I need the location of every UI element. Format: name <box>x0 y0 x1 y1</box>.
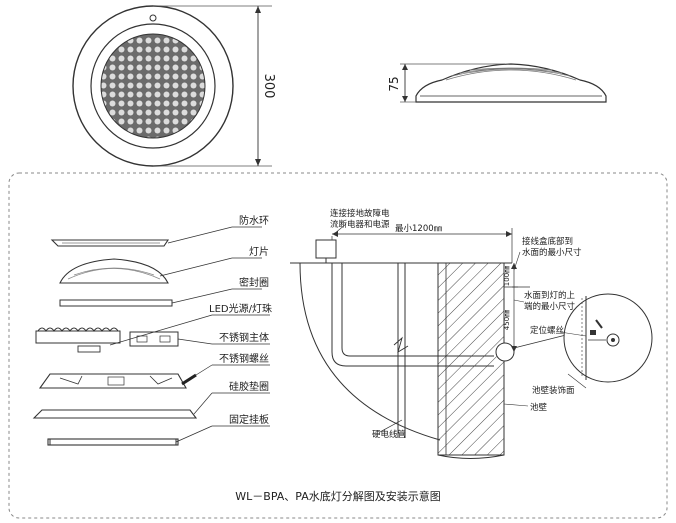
label-conduit: 硬电线管 <box>372 429 406 440</box>
part-label-silicone-gasket: 硅胶垫圈 <box>229 380 269 393</box>
diameter-label: 300 <box>261 74 276 99</box>
lamp-top-view <box>72 5 234 167</box>
part-label-seal-ring: 密封圈 <box>239 276 269 289</box>
label-min-distance: 最小1200㎜ <box>395 223 443 234</box>
exploded-view <box>32 226 270 446</box>
label-water-line1: 水面到灯的上 <box>524 290 576 301</box>
height-dimension: 75 <box>387 63 505 103</box>
height-label: 75 <box>387 76 401 91</box>
lamp-side-view <box>415 63 607 103</box>
part-label-waterproof-ring: 防水环 <box>239 214 269 227</box>
diameter-dimension: 300 <box>153 5 276 167</box>
part-label-led-source: LED光源/灯珠 <box>209 302 272 315</box>
label-positioning-screw: 定位螺丝 <box>530 325 565 336</box>
label-junction-line2: 水面的最小尺寸 <box>522 247 582 258</box>
label-depth-b: 450㎜ <box>503 310 511 330</box>
part-label-lens: 灯片 <box>249 245 269 258</box>
label-junction-line1: 接线盒底部到 <box>522 236 573 247</box>
label-breaker-line2: 流断电器和电源 <box>330 219 390 230</box>
detail-frame <box>8 172 668 519</box>
label-breaker-line1: 连接接地故障电 <box>330 208 390 219</box>
label-depth-a: 100㎜ <box>503 266 511 286</box>
part-label-steel-screw: 不锈钢螺丝 <box>219 352 269 365</box>
diagram-caption: WL－BPA、PA水底灯分解图及安装示意图 <box>235 489 440 503</box>
label-pool-wall: 池壁 <box>530 402 548 413</box>
installation-section <box>290 223 653 459</box>
label-water-line2: 端的最小尺寸 <box>524 301 576 312</box>
part-label-steel-body: 不锈钢主体 <box>219 331 269 344</box>
part-label-mounting-plate: 固定挂板 <box>229 413 269 426</box>
label-pool-finish: 池壁装饰面 <box>532 385 575 396</box>
